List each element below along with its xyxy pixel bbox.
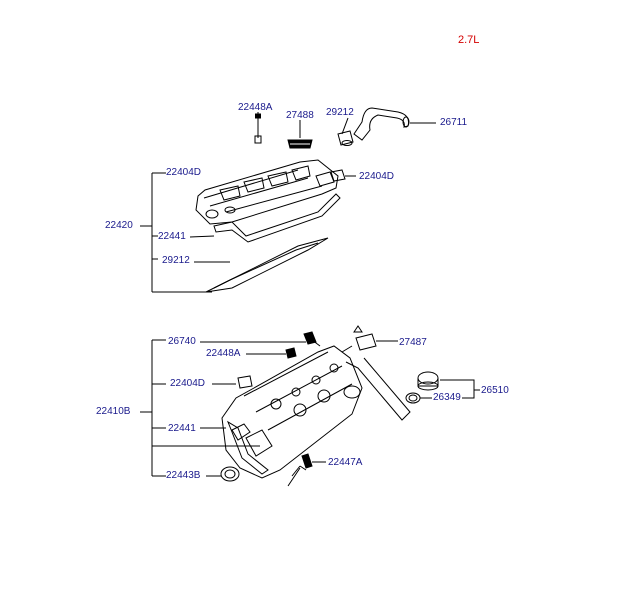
callout-22404D-upper-right[interactable]: 22404D <box>359 171 395 182</box>
callout-22420[interactable]: 22420 <box>105 220 133 231</box>
callout-27487[interactable]: 27487 <box>399 337 427 348</box>
callout-27488[interactable]: 27488 <box>286 110 314 121</box>
callout-22448A-upper[interactable]: 22448A <box>238 102 273 113</box>
breather-hose-26711 <box>353 107 436 141</box>
fitting-22404D-upper-right <box>330 169 356 182</box>
callout-26740[interactable]: 26740 <box>168 336 196 347</box>
seal-22441-upper <box>189 193 341 243</box>
oil-cap-seal-26349 <box>405 392 432 404</box>
gasket-29212 <box>194 237 329 293</box>
callout-26711[interactable]: 26711 <box>440 117 468 128</box>
valve-cover-lower <box>221 345 363 479</box>
sensor-26740 <box>303 331 321 347</box>
seal-22443B <box>206 466 240 482</box>
callout-22404D-upper-left[interactable]: 22404D <box>166 167 202 178</box>
callout-22443B[interactable]: 22443B <box>166 470 201 481</box>
bracket-22420 <box>140 172 212 293</box>
fitting-29212-top <box>337 117 354 146</box>
leader-lines-lower <box>200 341 307 487</box>
callout-29212-gasket[interactable]: 29212 <box>162 255 190 266</box>
callout-29212-top[interactable]: 29212 <box>326 107 354 118</box>
oil-cap-26510 <box>417 371 480 399</box>
callout-22448A-lower[interactable]: 22448A <box>206 348 241 359</box>
engine-label: 2.7L <box>458 34 480 46</box>
fitting-22404D-lower <box>237 375 253 389</box>
callout-26349[interactable]: 26349 <box>433 392 461 403</box>
bracket-22410B <box>140 339 260 477</box>
bolt-22447A <box>301 453 326 469</box>
bolt-22448A-lower <box>285 347 297 359</box>
gasket-22441-lower <box>226 420 269 475</box>
clip-27488 <box>287 120 313 149</box>
bolt-22448A-upper <box>254 112 262 144</box>
breather-outline <box>345 357 411 421</box>
callout-22441-upper[interactable]: 22441 <box>158 231 186 242</box>
pcv-valve-27487 <box>341 325 398 353</box>
callout-22404D-lower[interactable]: 22404D <box>170 378 206 389</box>
callout-26510[interactable]: 26510 <box>481 385 509 396</box>
callout-22410B[interactable]: 22410B <box>96 406 131 417</box>
callout-22441-lower[interactable]: 22441 <box>168 423 196 434</box>
callout-22447A[interactable]: 22447A <box>328 457 363 468</box>
valve-cover-upper <box>195 159 339 225</box>
